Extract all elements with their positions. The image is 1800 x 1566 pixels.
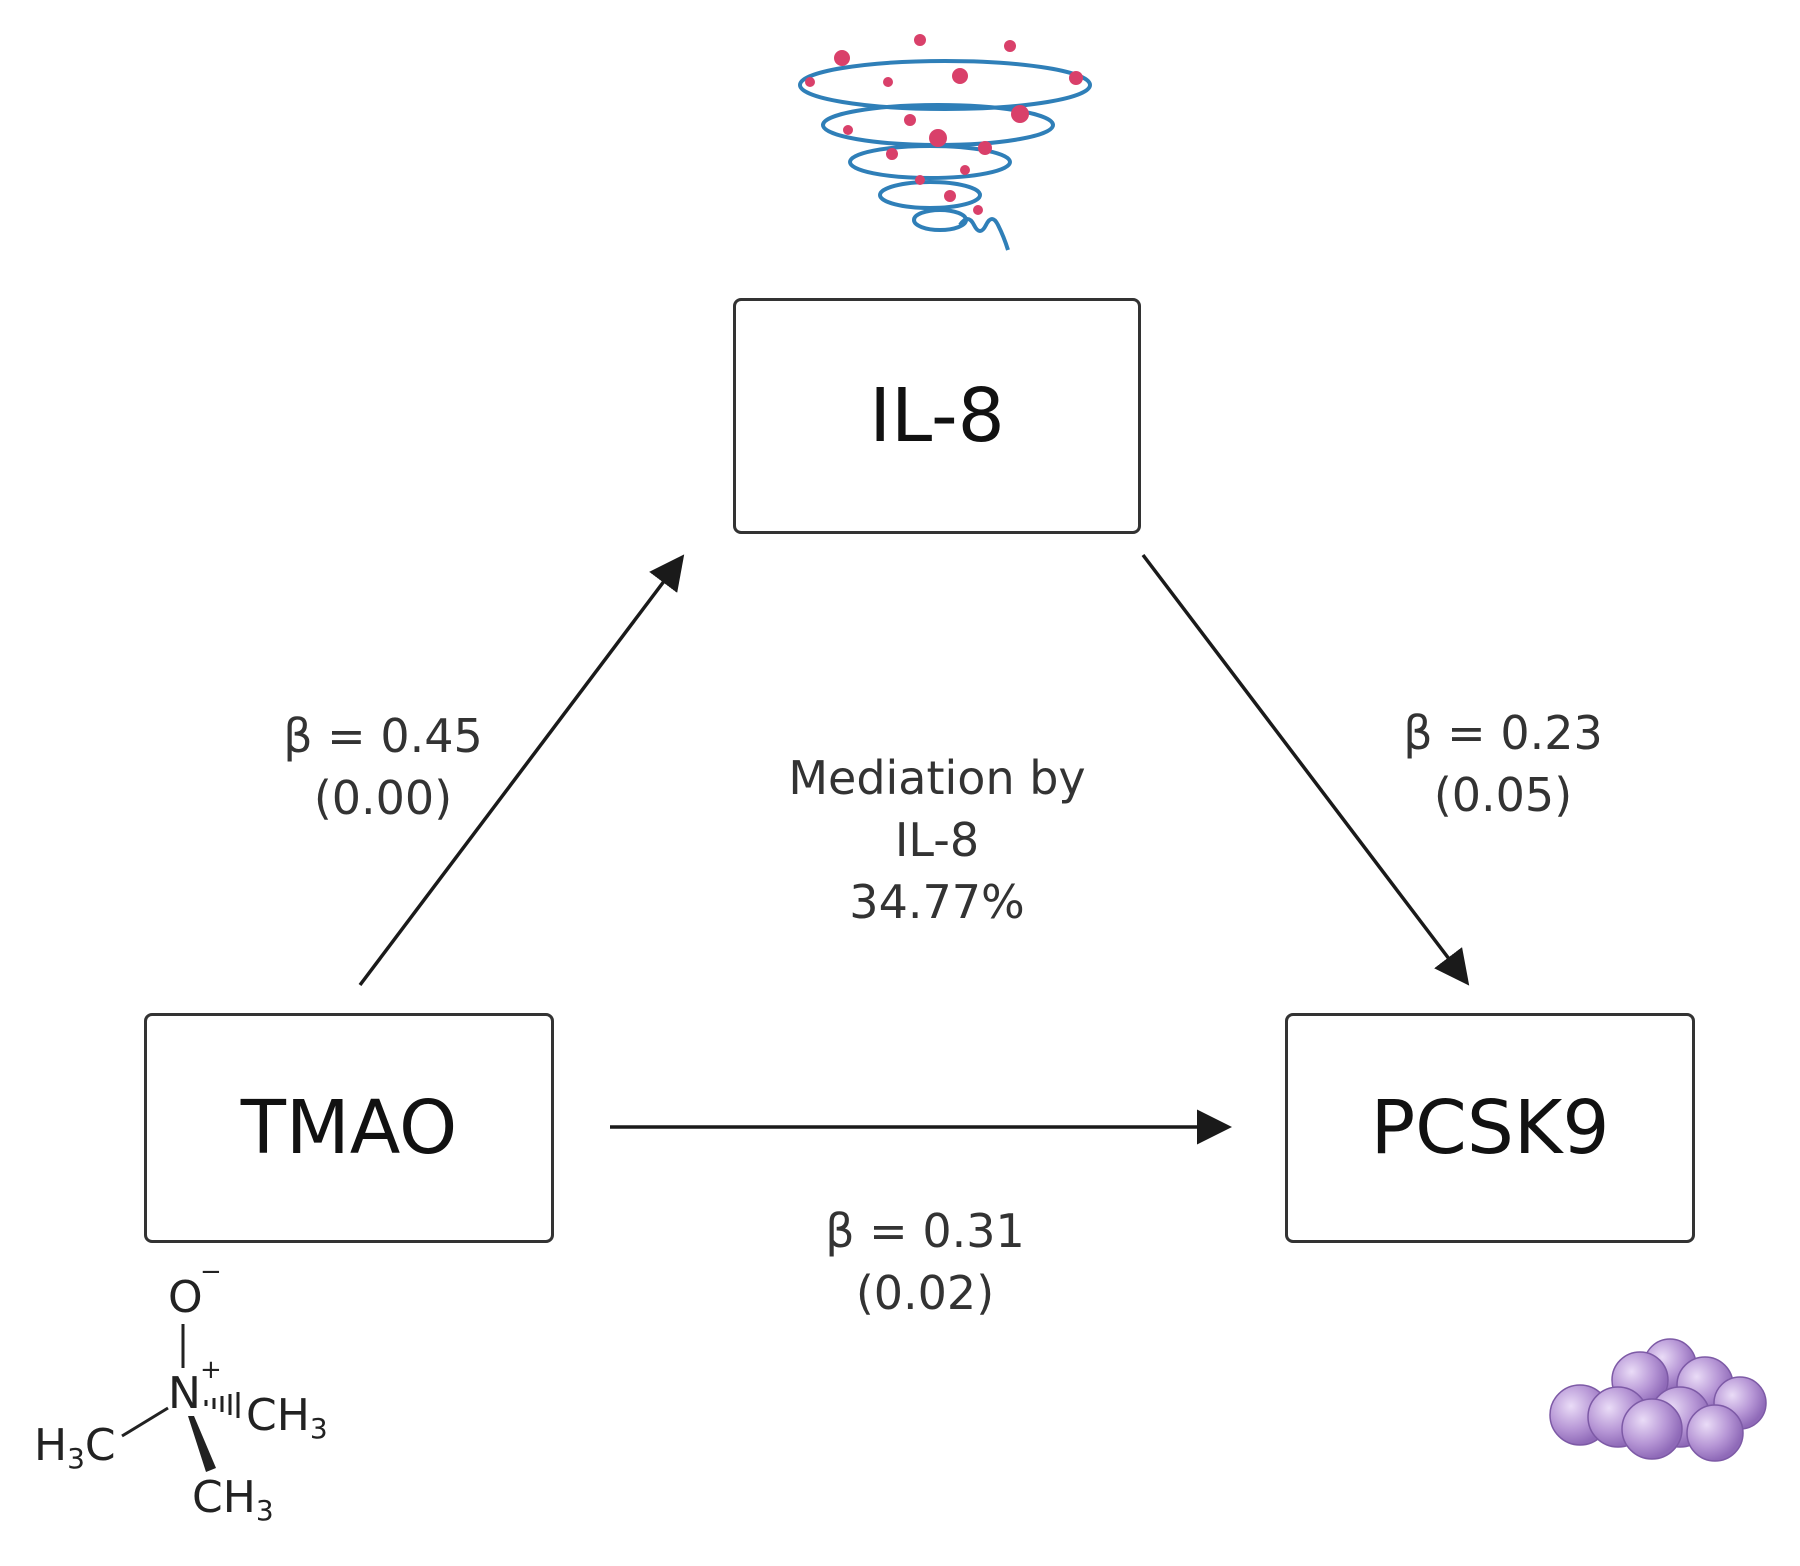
path-b-beta: β = 0.23 [1403, 706, 1603, 760]
il8-protein-ribbon-icon [798, 34, 1092, 251]
chem-n: N [168, 1368, 201, 1419]
chem-o: O [168, 1272, 203, 1323]
chem-h3c-c: C [85, 1420, 116, 1471]
path-b-p: (0.05) [1433, 768, 1573, 822]
chem-ch3-bottom-ch: CH [192, 1472, 256, 1523]
node-pcsk9: PCSK9 [1285, 1013, 1695, 1243]
mediation-label: Mediation by IL-8 34.77% [737, 747, 1137, 933]
pcsk9-protein-cluster-icon [1549, 1338, 1767, 1462]
chem-h3c-3: 3 [67, 1442, 85, 1475]
chem-o-charge: − [200, 1257, 222, 1287]
chem-n-charge: + [200, 1355, 222, 1385]
node-il8: IL-8 [733, 298, 1141, 534]
path-a-label: β = 0.45 (0.00) [268, 705, 498, 829]
tmao-structural-formula: O − N + H3C CH3 CH3 [34, 1257, 328, 1527]
node-tmao: TMAO [144, 1013, 554, 1243]
chem-ch3-bottom: CH3 [192, 1472, 274, 1527]
mediation-line-1: Mediation by [788, 751, 1086, 805]
path-c-label: β = 0.31 (0.02) [810, 1200, 1040, 1324]
chem-ch3-right: CH3 [246, 1390, 328, 1445]
chem-h3c-h: H [34, 1420, 67, 1471]
node-pcsk9-label: PCSK9 [1370, 1085, 1610, 1171]
path-c-p: (0.02) [855, 1266, 995, 1320]
chem-bond-n-right-hashed [204, 1392, 240, 1418]
chem-h3c: H3C [34, 1420, 116, 1475]
arrow-tmao-to-il8 [358, 554, 685, 987]
path-c-beta: β = 0.31 [825, 1204, 1025, 1258]
chem-bond-n-left [121, 1406, 169, 1438]
chem-ch3-right-3: 3 [310, 1412, 328, 1445]
node-tmao-label: TMAO [240, 1085, 458, 1171]
chem-ch3-bottom-3: 3 [256, 1494, 274, 1527]
chem-bond-n-bottom-wedge [188, 1416, 216, 1472]
path-a-p: (0.00) [313, 771, 453, 825]
arrow-il8-to-pcsk9 [1141, 553, 1470, 986]
chem-ch3-right-ch: CH [246, 1390, 310, 1441]
mediation-line-3: 34.77% [849, 875, 1025, 929]
path-a-beta: β = 0.45 [283, 709, 483, 763]
mediation-line-2: IL-8 [894, 813, 980, 867]
path-b-label: β = 0.23 (0.05) [1388, 702, 1618, 826]
node-il8-label: IL-8 [869, 373, 1005, 459]
